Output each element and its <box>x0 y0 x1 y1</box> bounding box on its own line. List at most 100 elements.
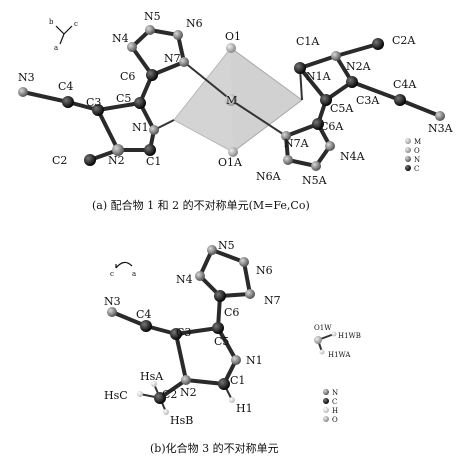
axis-a-label-b: a <box>132 270 136 278</box>
label-N6: N6 <box>186 17 203 30</box>
label-O1: O1 <box>225 30 241 43</box>
label-N7A: N7A <box>284 137 310 150</box>
caption-b: (b)化合物 3 的不对称单元 <box>150 441 279 455</box>
axis-a-label: a <box>54 44 58 52</box>
atom-H1WA <box>319 349 325 355</box>
label-b-C3: C3 <box>176 326 191 339</box>
panel-b: c a <box>104 239 361 455</box>
atom-b-C1 <box>218 378 230 390</box>
label-b-C2: C2 <box>162 388 177 401</box>
atom-N2 <box>112 144 124 156</box>
atom-b-C4 <box>140 320 152 332</box>
label-O1A: O1A <box>218 156 243 169</box>
atom-b-C3 <box>170 328 182 340</box>
label-C3: C3 <box>86 96 101 109</box>
label-C1A: C1A <box>296 35 320 48</box>
axis-b-label: b <box>49 18 54 26</box>
axis-c-label: c <box>74 20 78 28</box>
label-b-N6: N6 <box>256 264 273 277</box>
atom-b-N5 <box>207 245 217 255</box>
atom-C1 <box>144 144 156 156</box>
atom-N4A <box>325 141 335 151</box>
label-b-N1: N1 <box>246 354 263 367</box>
atom-b-C5 <box>212 322 224 334</box>
legend-b-H-swatch <box>323 407 329 413</box>
label-N2A: N2A <box>346 60 372 73</box>
label-b-C5: C5 <box>214 335 229 348</box>
label-b-H1WA: H1WA <box>328 351 351 359</box>
atom-C6 <box>146 69 158 81</box>
axis-triad-a: b c a <box>49 18 78 52</box>
label-C6: C6 <box>120 70 135 83</box>
atom-C6A <box>312 118 324 130</box>
label-N1A: N1A <box>306 70 332 83</box>
label-b-C4: C4 <box>136 308 151 321</box>
atom-b-C6 <box>214 290 226 302</box>
atom-H1WB <box>331 331 337 337</box>
legend-C-swatch <box>405 165 411 171</box>
label-C5A: C5A <box>330 102 354 115</box>
label-b-HsB: HsB <box>170 414 193 427</box>
label-b-C1: C1 <box>230 374 245 387</box>
label-C4: C4 <box>58 80 73 93</box>
atom-N4 <box>127 42 137 52</box>
label-M: M <box>226 94 237 107</box>
label-N2: N2 <box>108 154 125 167</box>
label-N5: N5 <box>144 10 161 23</box>
legend-N-label: N <box>414 156 420 164</box>
label-N5A: N5A <box>302 174 328 187</box>
atom-labels-a: N5 N6 N4 N7 C6 O1 C1A C2A N1A N2A N3 C4 … <box>18 10 454 187</box>
atom-O1A <box>228 147 238 157</box>
atom-N3A <box>435 111 445 121</box>
atom-N5 <box>145 25 155 35</box>
atom-M <box>225 94 237 106</box>
legend-b-C-swatch <box>323 398 329 404</box>
legend-N-swatch <box>405 156 411 162</box>
atom-C5 <box>134 97 146 109</box>
legend-b-C-label: C <box>332 398 337 406</box>
label-b-N2: N2 <box>180 386 197 399</box>
label-b-N4: N4 <box>176 273 193 286</box>
label-N3: N3 <box>18 71 35 84</box>
atom-C3A <box>346 76 358 88</box>
legend-b-N-label: N <box>332 389 338 397</box>
label-C3A: C3A <box>356 94 380 107</box>
atom-C3 <box>92 104 104 116</box>
label-N4: N4 <box>112 32 129 45</box>
label-N1: N1 <box>132 121 149 134</box>
label-N6A: N6A <box>256 170 282 183</box>
label-b-H1WB: H1WB <box>338 332 361 340</box>
label-b-HsC: HsC <box>104 389 128 402</box>
atom-b-HsB <box>163 409 169 415</box>
legend-b-N-swatch <box>323 389 329 395</box>
label-N7: N7 <box>164 52 181 65</box>
atom-C5A <box>320 94 332 106</box>
atom-N3 <box>18 87 28 97</box>
legend-a: M O N C <box>405 138 421 173</box>
label-C2A: C2A <box>392 34 416 47</box>
label-b-HsA: HsA <box>140 370 164 383</box>
atom-C4 <box>62 96 74 108</box>
atom-b-N1 <box>231 355 241 365</box>
label-b-C6: C6 <box>224 306 239 319</box>
atom-C2 <box>84 154 96 166</box>
atom-N7 <box>179 57 189 67</box>
label-b-N7: N7 <box>264 294 281 307</box>
atom-O1 <box>226 43 236 53</box>
atom-N5A <box>311 161 321 171</box>
legend-b: N C H O <box>323 389 338 424</box>
atom-b-N2 <box>181 375 191 385</box>
label-b-N3: N3 <box>104 295 121 308</box>
atom-O1W <box>314 336 322 344</box>
legend-b-O-label: O <box>332 416 338 424</box>
legend-M-swatch <box>405 138 411 144</box>
atom-b-H1 <box>229 397 235 403</box>
atom-C4A <box>394 94 406 106</box>
label-C2: C2 <box>52 154 67 167</box>
legend-O-swatch <box>405 147 411 153</box>
atom-b-N7 <box>245 289 255 299</box>
label-b-H1: H1 <box>236 402 253 415</box>
label-N4A: N4A <box>340 150 366 163</box>
caption-a: (a) 配合物 1 和 2 的不对称单元(M=Fe,Co) <box>92 198 310 212</box>
